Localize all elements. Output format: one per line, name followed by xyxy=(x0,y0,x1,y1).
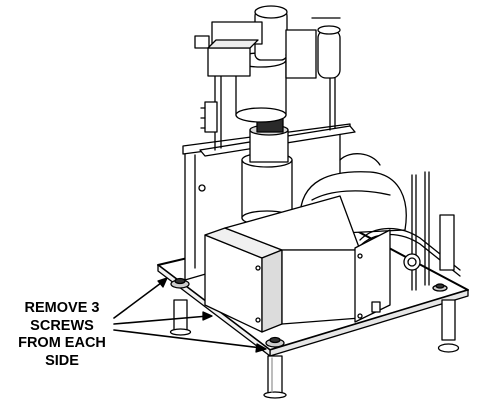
leg-right xyxy=(437,299,460,353)
central-column xyxy=(241,107,293,226)
motor-assembly xyxy=(194,5,317,123)
leg-front xyxy=(263,355,287,399)
instruction-callout: REMOVE 3 SCREWS FROM EACH SIDE xyxy=(0,300,124,370)
screw-left xyxy=(170,277,190,289)
capacitor-right xyxy=(311,17,341,79)
callout-line-3: FROM EACH xyxy=(18,335,106,351)
refrigerant-tubes xyxy=(359,171,461,291)
terminal-block-left xyxy=(200,101,218,133)
center-cover xyxy=(224,195,361,325)
leader-arrows xyxy=(113,279,263,349)
callout-line-4: SIDE xyxy=(45,352,79,369)
front-panel-right xyxy=(354,229,391,323)
callout-line-2: SCREWS xyxy=(30,317,94,334)
screw-right xyxy=(432,283,448,292)
front-panel-left xyxy=(204,227,283,333)
leg-left xyxy=(169,299,192,336)
callout-line-1: REMOVE 3 xyxy=(24,300,100,316)
arrowheads xyxy=(157,277,267,353)
screw-front xyxy=(265,336,285,348)
